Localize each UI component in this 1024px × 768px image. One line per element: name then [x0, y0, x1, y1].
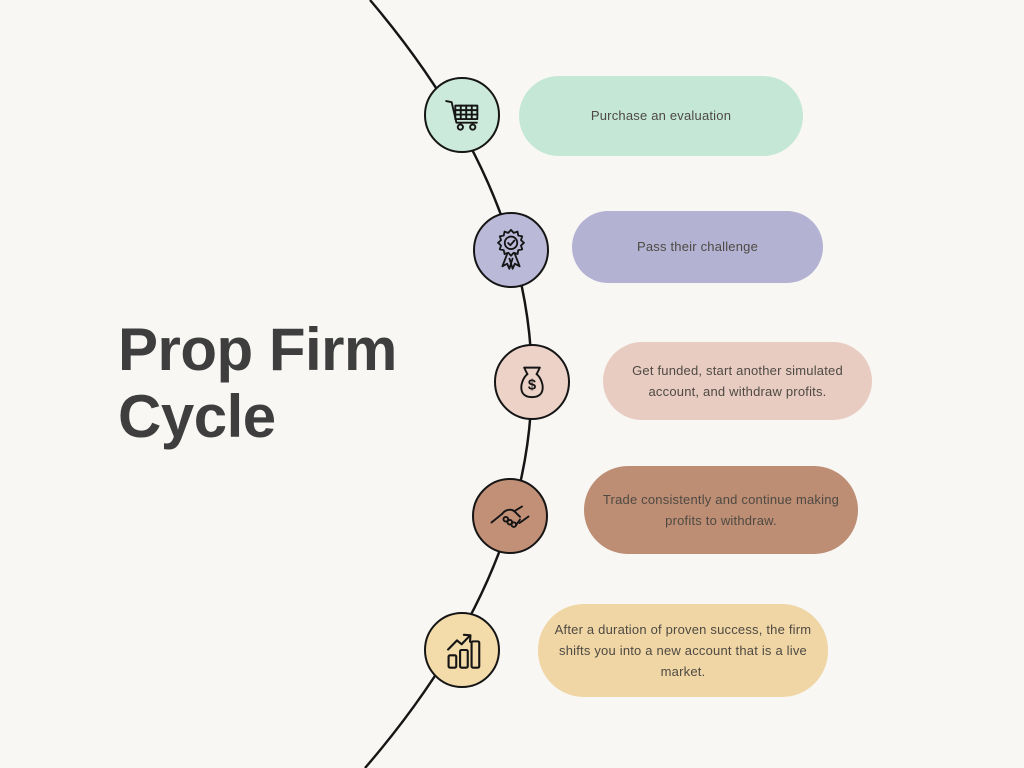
- step-node-4: [472, 478, 548, 554]
- step-label-2: Pass their challenge: [636, 239, 759, 255]
- step-label-1: Purchase an evaluation: [590, 108, 732, 124]
- title-line-1: Prop Firm: [118, 316, 397, 383]
- title-line-2: Cycle: [118, 383, 276, 450]
- step-node-1: [424, 77, 500, 153]
- step-pill-4: Trade consistently and continue making p…: [584, 466, 858, 554]
- step-label-3: Get funded, start another simulated acco…: [632, 362, 843, 399]
- step-node-3: $: [494, 344, 570, 420]
- shopping-cart-icon: [445, 100, 479, 131]
- money-bag-icon: $: [520, 366, 544, 399]
- handshake-icon: [490, 505, 530, 528]
- step-node-2: [473, 212, 549, 288]
- step-node-5: [424, 612, 500, 688]
- step-label-5: After a duration of proven success, the …: [554, 621, 812, 680]
- step-pill-3: Get funded, start another simulated acco…: [603, 342, 872, 420]
- step-pill-5: After a duration of proven success, the …: [538, 604, 828, 697]
- step-pill-2: Pass their challenge: [572, 211, 823, 283]
- growth-chart-icon: [447, 633, 481, 669]
- page-title: Prop Firm Cycle: [118, 316, 397, 450]
- svg-text:$: $: [528, 378, 537, 394]
- step-label-4: Trade consistently and continue making p…: [602, 491, 840, 528]
- step-pill-1: Purchase an evaluation: [519, 76, 803, 156]
- award-badge-icon: [497, 228, 525, 270]
